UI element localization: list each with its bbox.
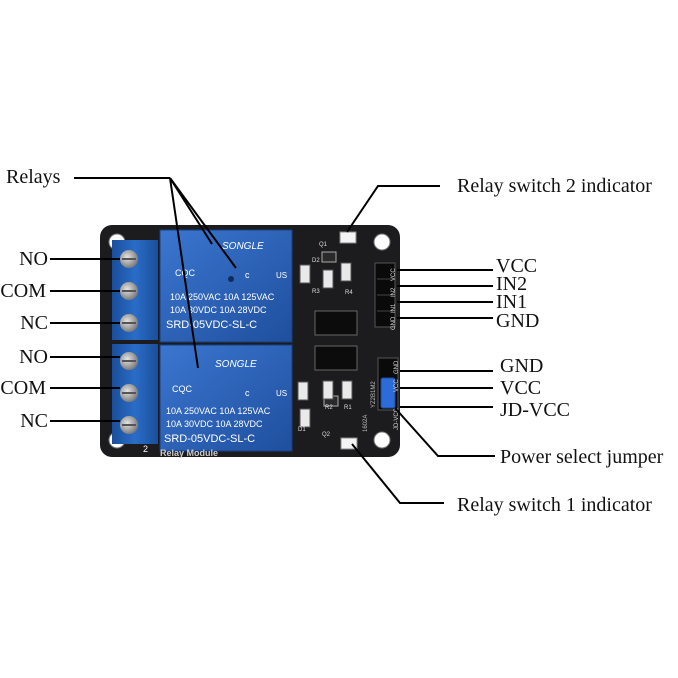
terminal-nc-label: NC (20, 410, 48, 432)
indicator-led-1 (340, 437, 358, 450)
terminal-nc-label: NC (20, 312, 48, 334)
relay-model: SRD-05VDC-SL-C (164, 433, 255, 445)
svg-text:VCC: VCC (394, 379, 400, 392)
svg-text:R2: R2 (325, 405, 333, 411)
terminal-com-label: COM (0, 377, 46, 399)
transistor (321, 251, 337, 263)
relay-rating-line: 10A 250VAC 10A 125VAC (166, 406, 271, 416)
indicator-led-2 (339, 231, 357, 244)
svg-text:IN2: IN2 (391, 287, 397, 297)
power-select-jumper-label: Power select jumper (500, 446, 664, 468)
cert-mark: US (276, 389, 287, 398)
cert-mark: c (245, 388, 250, 398)
relay-switch-1-indicator-label: Relay switch 1 indicator (457, 494, 652, 516)
power-select-jumper (380, 377, 396, 409)
svg-text:R4: R4 (345, 290, 353, 296)
svg-text:R1: R1 (344, 405, 352, 411)
svg-text:D1: D1 (298, 427, 306, 433)
terminal-com-label: COM (0, 280, 46, 302)
optocoupler (314, 310, 358, 336)
pin-gnd-label: GND (496, 310, 540, 332)
cert-mark: CQC (175, 268, 196, 278)
relay-rating-line: 10A 30VDC 10A 28VDC (166, 419, 263, 429)
cert-mark: c (245, 270, 250, 280)
relay-model: SRD-05VDC-SL-C (166, 319, 257, 331)
mount-hole (373, 431, 391, 449)
relay-brand: SONGLE (222, 241, 264, 252)
svg-text:GND: GND (391, 316, 397, 330)
cert-mark: US (276, 271, 287, 280)
relay-rating-line: 10A 30VDC 10A 28VDC (170, 305, 267, 315)
relay-2: SONGLE 10A 250VAC 10A 125VAC 10A 30VDC 1… (159, 229, 293, 343)
cert-mark: CQC (172, 384, 193, 394)
channel-number: 2 (143, 444, 148, 454)
svg-text:R3: R3 (312, 289, 320, 295)
optocoupler (314, 345, 358, 371)
ic-label: 1602A (363, 415, 369, 432)
terminal-no-label: NO (19, 248, 48, 270)
pin-vcc-label: VCC (496, 255, 538, 277)
svg-text:IN1: IN1 (391, 303, 397, 313)
svg-text:JD-VCC: JD-VCC (394, 407, 400, 430)
resistors (297, 262, 353, 428)
relays-label: Relays (6, 166, 61, 188)
board-label: Relay Module (160, 448, 218, 458)
svg-text:Q2: Q2 (322, 432, 331, 438)
svg-text:Q1: Q1 (319, 242, 328, 248)
mount-hole (373, 233, 391, 251)
terminal-screws (120, 250, 138, 434)
relay-switch-2-indicator-label: Relay switch 2 indicator (457, 175, 652, 197)
relay-brand: SONGLE (215, 359, 257, 370)
ic-label: YZ2B1M2 (371, 381, 377, 408)
relay-rating-line: 10A 250VAC 10A 125VAC (170, 292, 275, 302)
power-gnd-label: GND (500, 355, 544, 377)
pin-in2-label: IN2 (496, 273, 528, 295)
svg-text:D2: D2 (312, 258, 320, 264)
relay-1: SONGLE 10A 250VAC 10A 125VAC 10A 30VDC 1… (159, 344, 293, 452)
power-vcc-label: VCC (500, 377, 542, 399)
power-jd-vcc-label: JD-VCC (500, 399, 571, 421)
svg-text:GND: GND (394, 360, 400, 374)
pin-in1-label: IN1 (496, 291, 528, 313)
terminal-no-label: NO (19, 346, 48, 368)
leader-lines (50, 177, 495, 504)
svg-text:VCC: VCC (391, 268, 397, 281)
